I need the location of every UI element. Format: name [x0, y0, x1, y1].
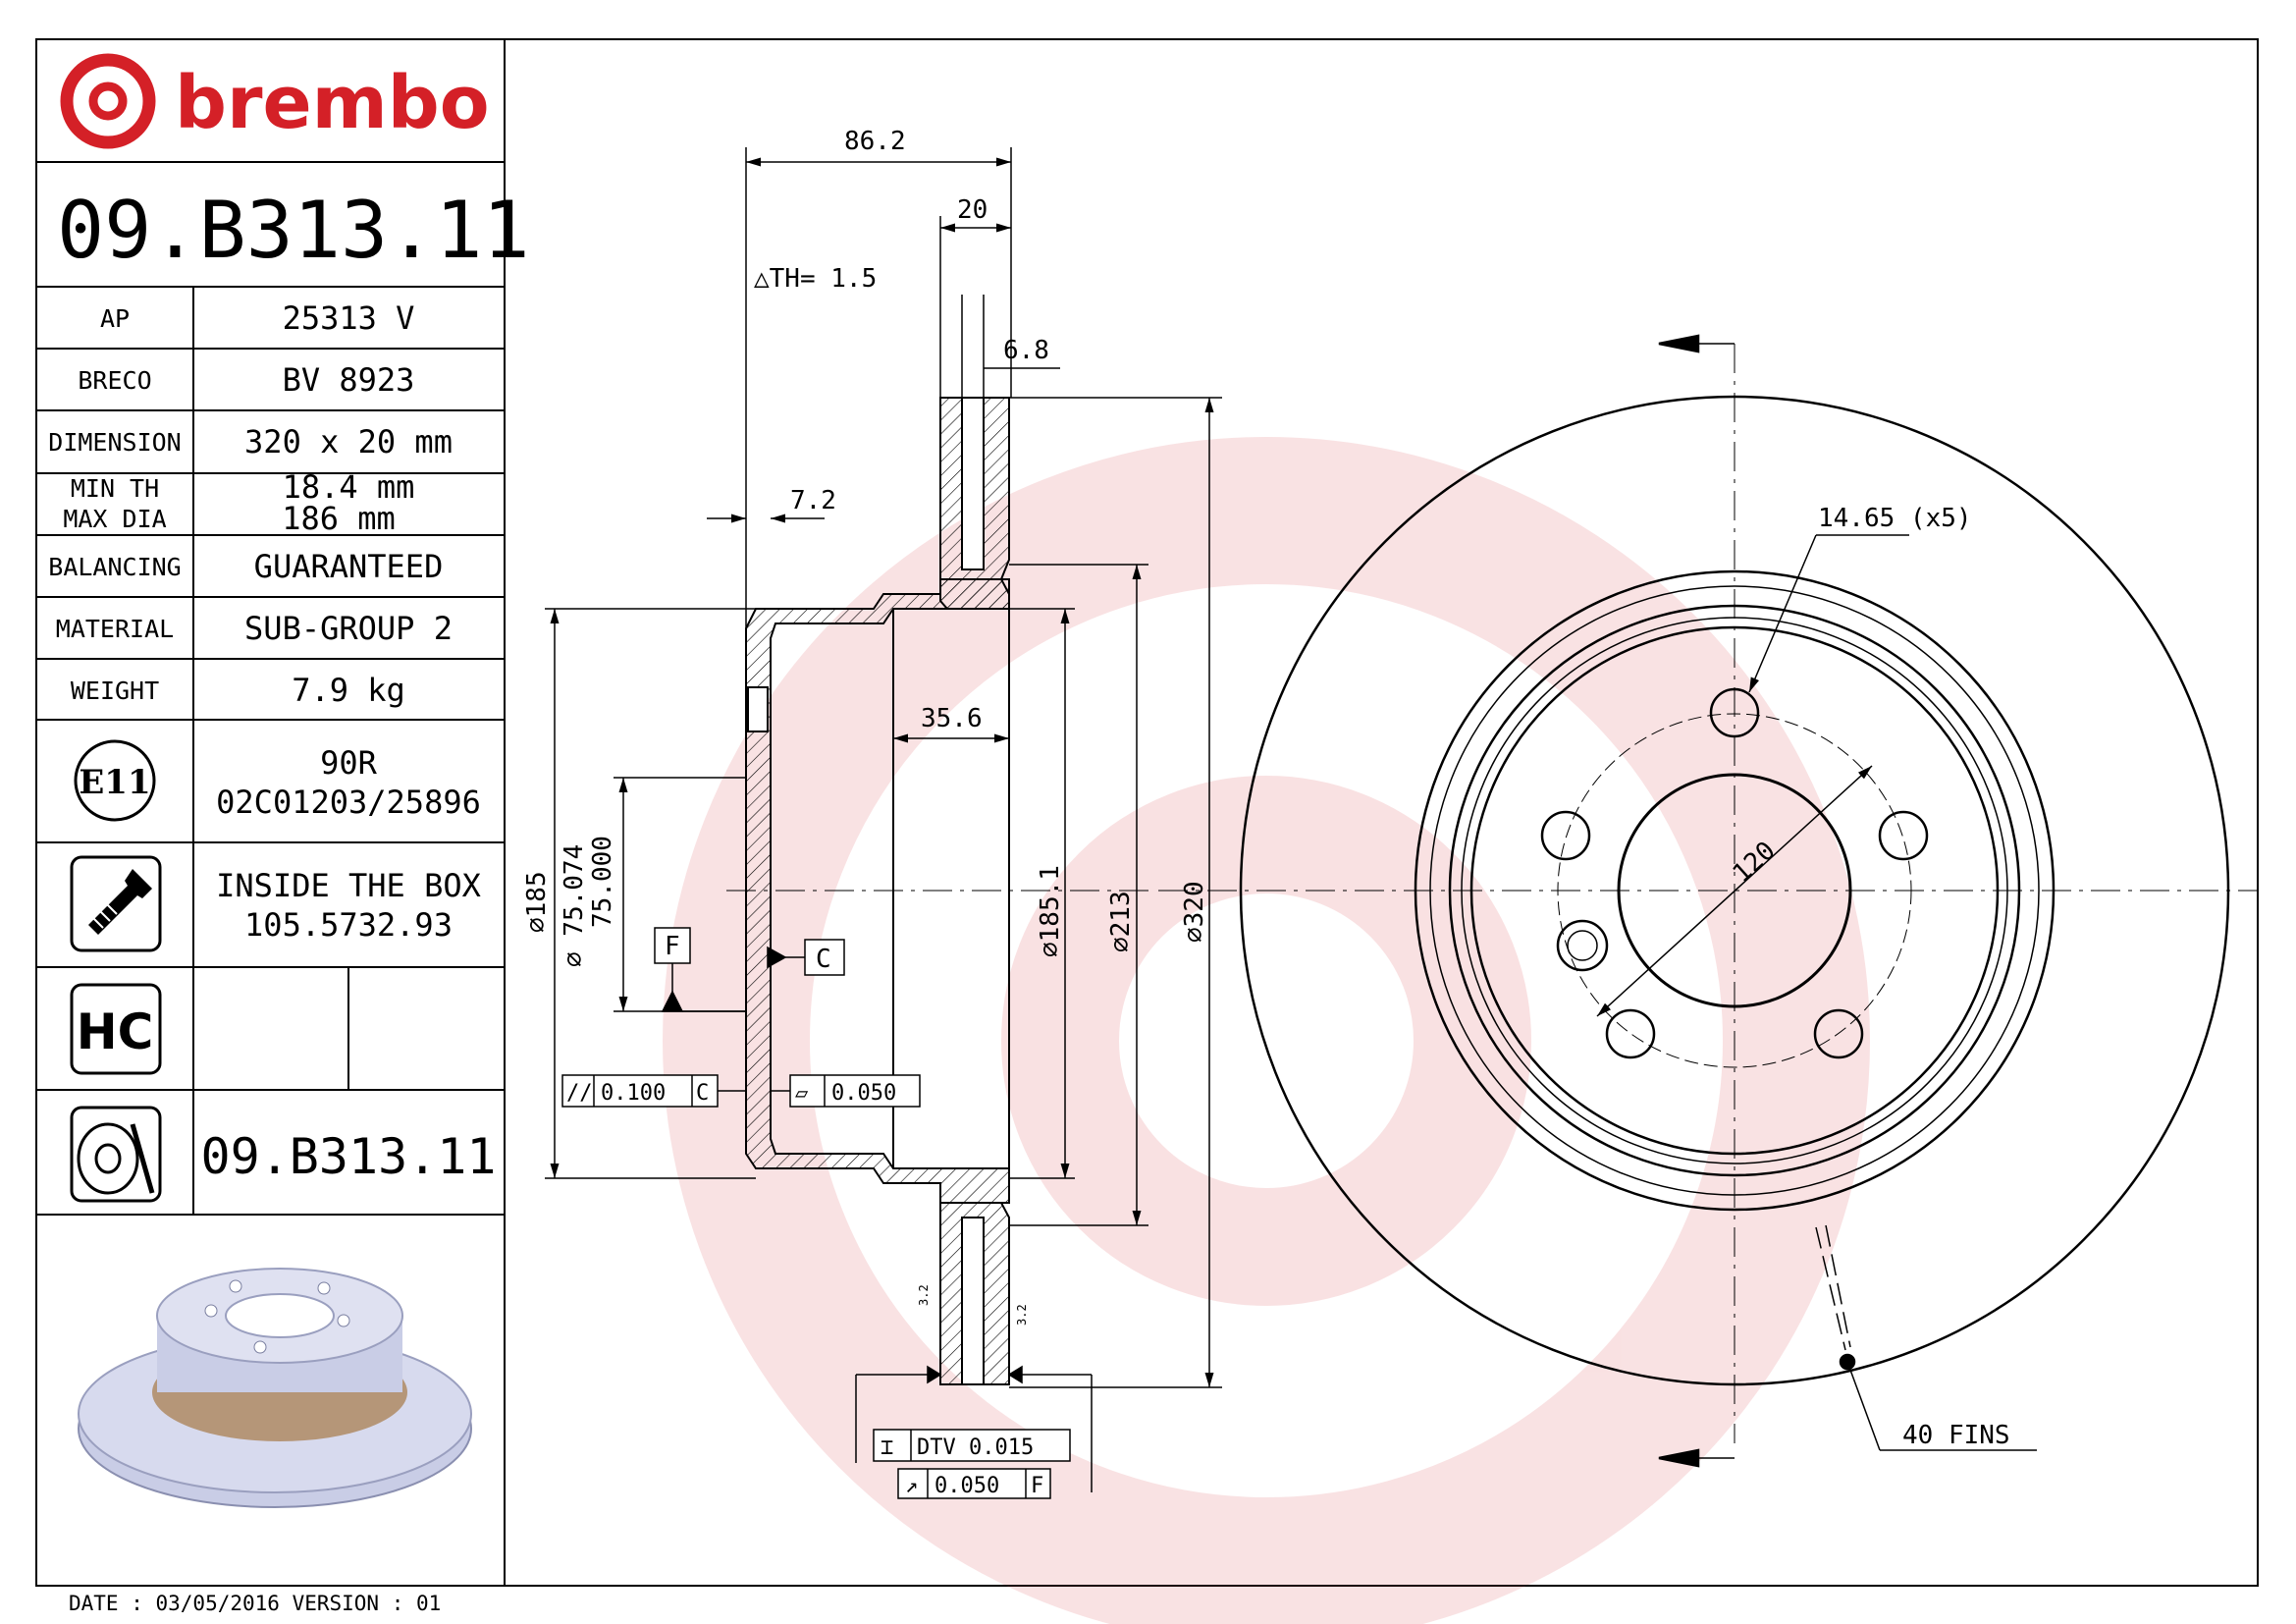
part-number: 09.B313.11	[57, 185, 530, 276]
front-view	[1158, 334, 2258, 1468]
flatness-symbol: ▱	[795, 1081, 809, 1106]
dim-hat-wall: 7.2	[790, 486, 836, 515]
footer-part-number: 09.B313.11	[200, 1128, 496, 1185]
spec-label-balancing: BALANCING	[48, 553, 181, 581]
section-dimension-lines	[545, 147, 1222, 1499]
spec-label-breco: BRECO	[78, 366, 151, 395]
datum-f-label: F	[665, 932, 680, 961]
spec-value-weight: 7.9 kg	[292, 672, 405, 709]
approval-line2: 02C01203/25896	[216, 784, 481, 821]
dim-delta-th: △TH= 1.5	[754, 264, 877, 294]
spec-value-dimension: 320 x 20 mm	[244, 423, 453, 460]
disc-reference-icon	[70, 1106, 162, 1203]
parallel-reference: C	[696, 1081, 709, 1106]
inside-box-line2: 105.5732.93	[244, 906, 453, 944]
parallel-tolerance: 0.100	[601, 1081, 666, 1106]
dim-disc-thickness: 20	[957, 195, 988, 225]
spec-value-min-th: 18.4 mm	[283, 468, 415, 506]
dim-dia-75-lower: 75.000	[588, 836, 617, 928]
watermark-logo	[663, 437, 1870, 1624]
spec-label-material: MATERIAL	[56, 615, 174, 643]
fins-label: 40 FINS	[1902, 1421, 2010, 1450]
parallel-symbol: //	[566, 1081, 593, 1106]
brembo-logo-icon	[60, 53, 156, 149]
datum-c-label: C	[816, 945, 831, 974]
dtv-tolerance: DTV 0.015	[917, 1435, 1034, 1460]
runout-symbol: ↗	[905, 1474, 918, 1498]
spec-value-ap: 25313 V	[283, 299, 415, 337]
cross-section-view	[726, 397, 1148, 1385]
hc-badge-icon	[70, 983, 162, 1075]
approval-line1: 90R	[320, 744, 378, 782]
e11-badge-text: E11	[79, 763, 150, 802]
spec-label-ap: AP	[100, 304, 130, 333]
dim-plate-offset: 6.8	[1003, 336, 1049, 365]
spec-value-max-dia: 186 mm	[282, 500, 396, 537]
dim-hat-depth: 35.6	[921, 704, 983, 733]
brembo-logo-text: brembo	[175, 61, 490, 145]
spec-label-min-th: MIN TH	[71, 474, 159, 503]
dtv-symbol: ⌶	[881, 1435, 893, 1460]
spec-value-material: SUB-GROUP 2	[244, 610, 453, 647]
runout-tolerance: 0.050	[934, 1474, 999, 1498]
runout-reference: F	[1031, 1474, 1043, 1498]
dim-dia-320: ⌀320	[1180, 881, 1209, 943]
e11-badge-icon	[74, 739, 156, 822]
roughness-right: 3.2	[1015, 1304, 1029, 1326]
dim-dia-185-1: ⌀185.1	[1036, 865, 1065, 957]
hc-badge-text: HC	[77, 1003, 154, 1060]
dim-dia-75-upper: ⌀ 75.074	[560, 844, 589, 967]
hole-callout: 14.65 (x5)	[1818, 504, 1972, 533]
inside-box-line1: INSIDE THE BOX	[216, 867, 481, 904]
flatness-tolerance: 0.050	[831, 1081, 896, 1106]
date-version-line: DATE : 03/05/2016 VERSION : 01	[69, 1592, 441, 1615]
spec-table-lines	[36, 39, 506, 1586]
spec-label-dimension: DIMENSION	[48, 428, 181, 457]
roughness-left: 3.2	[917, 1284, 931, 1306]
spec-label-max-dia: MAX DIA	[63, 505, 166, 533]
rotor-render-image	[78, 1268, 472, 1508]
dim-dia-185: ⌀185	[522, 871, 552, 933]
dim-overall-width: 86.2	[844, 127, 906, 156]
screw-icon	[70, 855, 162, 952]
spec-label-weight: WEIGHT	[71, 677, 159, 705]
dim-dia-213: ⌀213	[1106, 891, 1136, 952]
spec-value-balancing: GUARANTEED	[254, 548, 444, 585]
spec-value-breco: BV 8923	[283, 361, 415, 399]
